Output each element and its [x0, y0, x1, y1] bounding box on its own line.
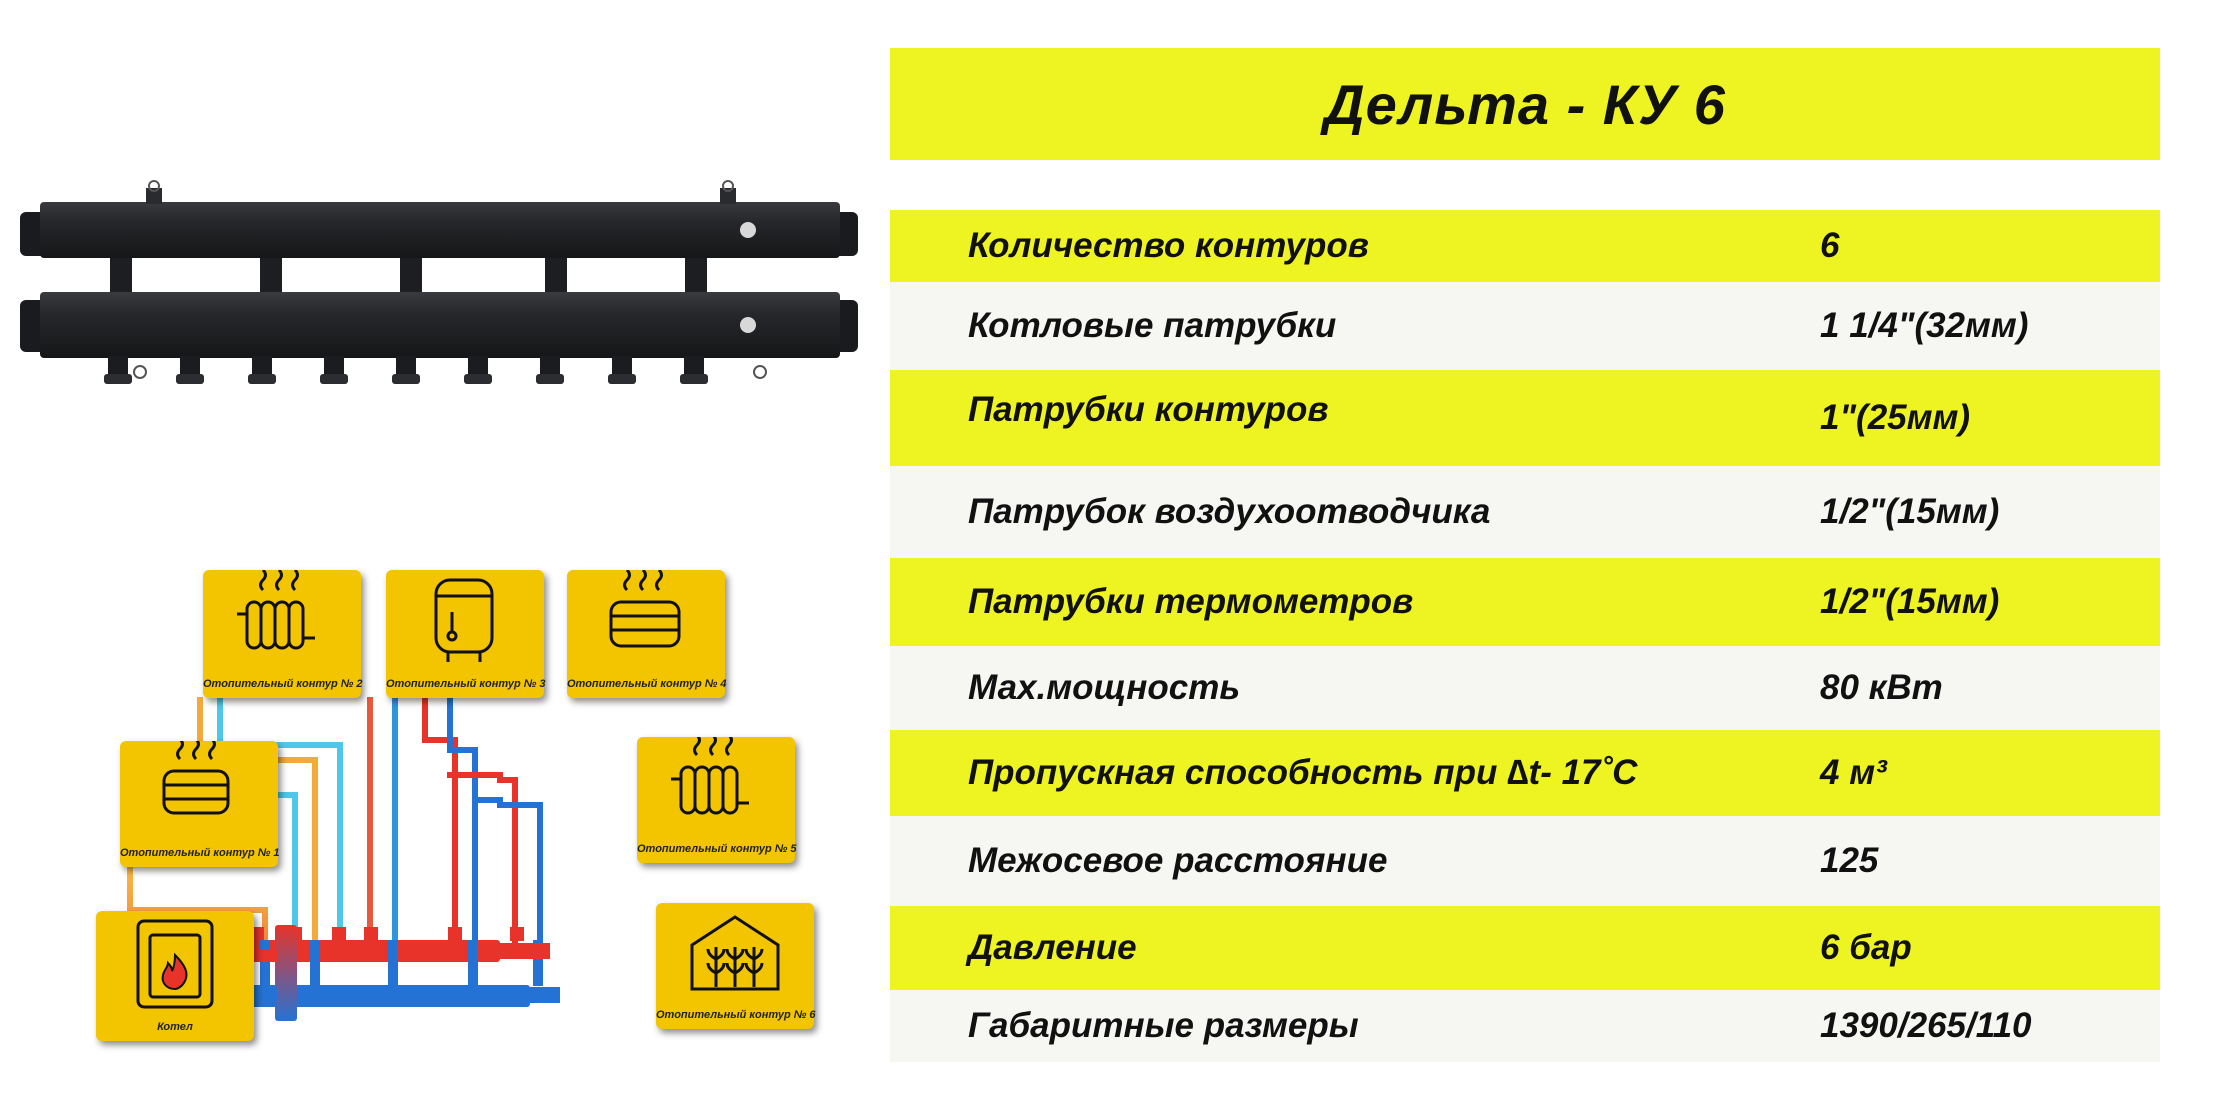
- spec-row: Давление 6 бар: [890, 906, 2160, 990]
- greenhouse-icon: [690, 915, 780, 991]
- card-circuit-3: Отопительный контур № 3: [386, 570, 546, 698]
- spec-row: Габаритные размеры 1390/265/110: [890, 990, 2160, 1062]
- circuit-3-label: Отопительный контур № 3: [386, 678, 546, 690]
- spec-label: Патрубок воздухоотводчика: [968, 492, 1491, 531]
- card-circuit-1: Отопительный контур № 1: [120, 741, 280, 867]
- spec-value: 1/2"(15мм): [1820, 492, 2000, 531]
- boiler-flame-icon: [136, 919, 214, 1009]
- spec-value: 6 бар: [1820, 928, 1912, 967]
- spec-label: Габаритные размеры: [968, 1006, 1359, 1045]
- spec-value: 125: [1820, 841, 1879, 880]
- circuit-1-label: Отопительный контур № 1: [120, 847, 280, 859]
- spec-row: Мах.мощность 80 кВт: [890, 646, 2160, 730]
- card-boiler: Котел: [96, 911, 254, 1041]
- spec-label: Котловые патрубки: [968, 306, 1337, 345]
- card-circuit-4: Отопительный контур № 4: [567, 570, 727, 698]
- connection-scheme: Отопительный контур № 1 Отопительный кон…: [70, 565, 830, 1085]
- radiator-icon: [671, 737, 749, 815]
- title-bar: Дельта - КУ 6: [890, 48, 2160, 160]
- spec-value: 6: [1820, 226, 1840, 265]
- underfloor-heating-icon: [609, 570, 681, 648]
- spec-label: Патрубки термометров: [968, 582, 1414, 621]
- pipes-diagram: [127, 697, 560, 1021]
- boiler-label: Котел: [157, 1021, 193, 1033]
- spec-label: Патрубки контуров: [968, 390, 1329, 430]
- circuit-4-label: Отопительный контур № 4: [567, 678, 727, 690]
- spec-label: Пропускная способность при ∆t- 17˚С: [968, 753, 1638, 792]
- spec-row: Котловые патрубки 1 1/4"(32мм): [890, 282, 2160, 370]
- product-title: Дельта - КУ 6: [1324, 72, 1726, 136]
- spec-row: Пропускная способность при ∆t- 17˚С 4 м³: [890, 730, 2160, 816]
- manifold-photo: [20, 180, 858, 384]
- spec-row: Патрубки термометров 1/2"(15мм): [890, 558, 2160, 646]
- circuit-2-label: Отопительный контур № 2: [203, 678, 363, 690]
- spec-label: Давление: [968, 928, 1137, 967]
- spec-value: 80 кВт: [1820, 668, 1943, 707]
- card-circuit-5: Отопительный контур № 5: [637, 737, 797, 863]
- spec-label: Количество контуров: [968, 226, 1369, 265]
- spec-table: Количество контуров 6 Котловые патрубки …: [890, 210, 2160, 1062]
- spec-value: 1 1/4"(32мм): [1820, 306, 2029, 345]
- circuit-5-label: Отопительный контур № 5: [637, 843, 797, 855]
- spec-value: 4 м³: [1820, 753, 1887, 792]
- spec-value: 1"(25мм): [1820, 398, 1971, 437]
- spec-label: Мах.мощность: [968, 668, 1241, 707]
- card-circuit-2: Отопительный контур № 2: [203, 570, 363, 698]
- card-circuit-6: Отопительный контур № 6: [656, 903, 816, 1029]
- water-heater-icon: [434, 578, 494, 662]
- underfloor-heating-icon: [162, 741, 230, 815]
- spec-value: 1390/265/110: [1820, 1006, 2032, 1045]
- spec-value: 1/2"(15мм): [1820, 582, 2000, 621]
- spec-row: Патрубки контуров 1"(25мм): [890, 370, 2160, 466]
- spec-row: Количество контуров 6: [890, 210, 2160, 282]
- circuit-6-label: Отопительный контур № 6: [656, 1009, 816, 1021]
- spec-row: Патрубок воздухоотводчика 1/2"(15мм): [890, 466, 2160, 558]
- spec-label: Межосевое расстояние: [968, 841, 1388, 880]
- radiator-icon: [237, 570, 315, 650]
- spec-row: Межосевое расстояние 125: [890, 816, 2160, 906]
